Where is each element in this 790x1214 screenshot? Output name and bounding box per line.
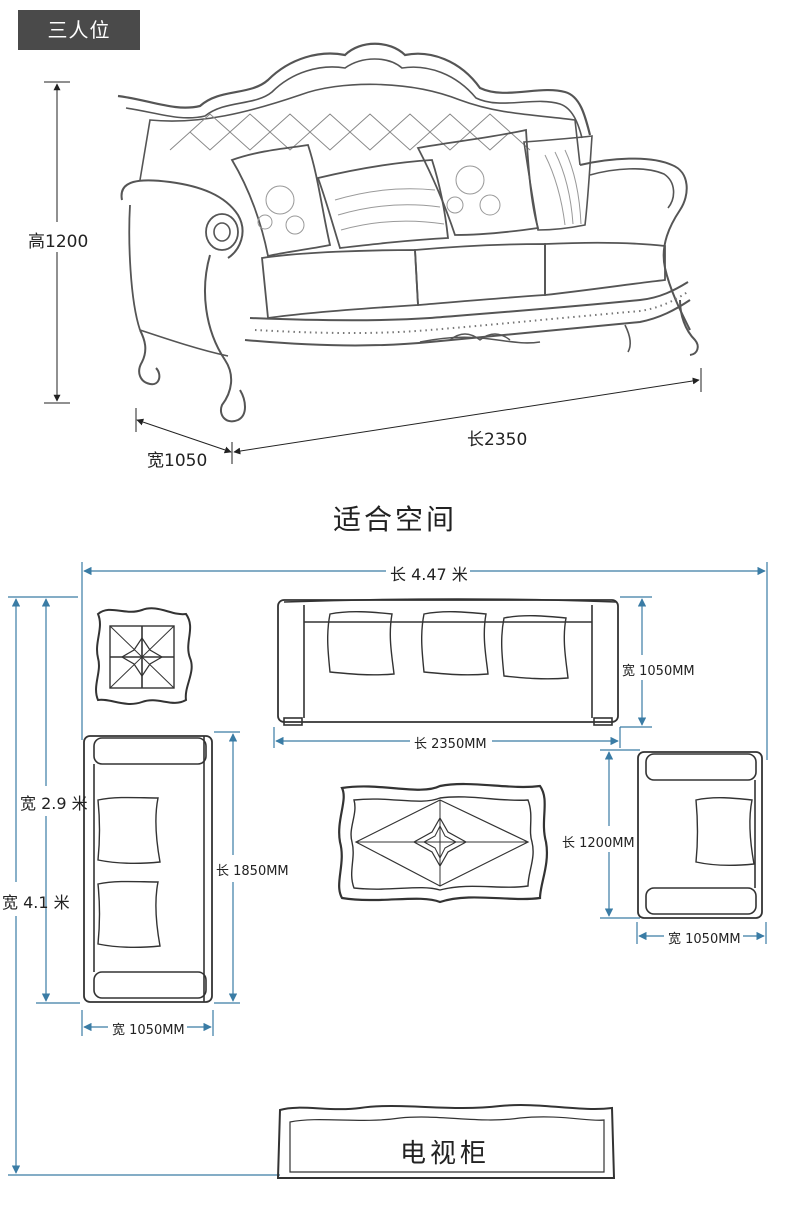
tv-cabinet [276, 1104, 616, 1179]
left-sofa-length-label: 长 1850MM [214, 860, 291, 879]
left-sofa-depth-label: 宽 1050MM [110, 1019, 187, 1038]
inner-width-label: 宽 2.9 米 [20, 794, 88, 813]
left-sofa-plan [83, 735, 213, 1003]
floor-plan-dimension-lines [8, 562, 768, 1176]
floor-plan-furniture [83, 598, 763, 1179]
total-width-label: 宽 4.1 米 [2, 893, 70, 912]
section-title: 适合空间 [332, 503, 457, 536]
armchair-depth-label: 宽 1050MM [666, 928, 743, 947]
armchair-plan [637, 751, 763, 919]
coffee-table-length-label: 长 1200MM [560, 832, 637, 851]
depth-label: 宽1050 [147, 451, 208, 471]
tv-cabinet-label: 电视柜 [400, 1139, 491, 1169]
main-sofa-depth-label: 宽 1050MM [620, 660, 697, 679]
sofa-dimension-lines [44, 81, 702, 464]
sofa-type-badge: 三人位 [18, 10, 140, 50]
length-label: 长2350 [467, 430, 528, 450]
main-sofa-length-label: 长 2350MM [412, 733, 489, 752]
side-table [95, 607, 193, 705]
total-length-label: 长 4.47 米 [390, 565, 468, 584]
height-label: 高1200 [28, 232, 89, 252]
coffee-table [338, 782, 548, 904]
sofa-sketch [117, 42, 699, 423]
main-sofa-plan [277, 598, 619, 726]
